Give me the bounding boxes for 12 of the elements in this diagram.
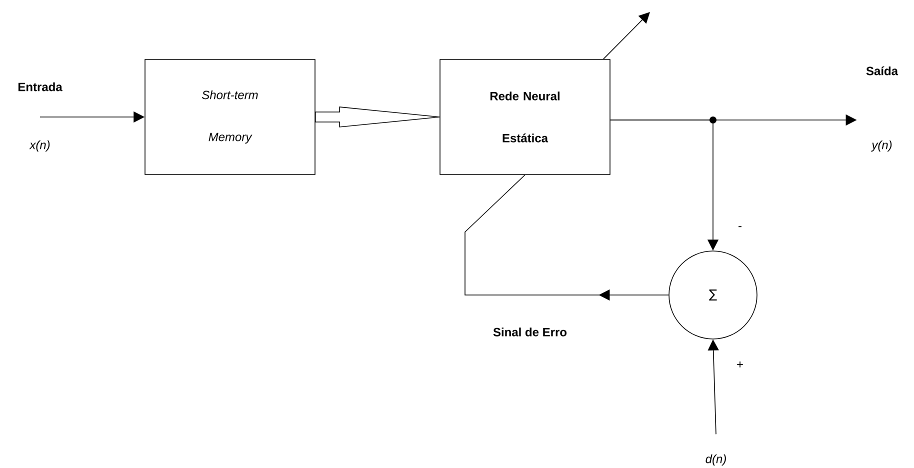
- sign-label: +: [737, 362, 743, 368]
- sign-label: -: [738, 226, 742, 228]
- feedback-arrow: [464, 174, 669, 301]
- signal-label: d(n): [706, 454, 726, 466]
- signal-label: Saída y(n): [866, 66, 898, 152]
- edge-label: Sinal de Erro: [493, 328, 567, 336]
- signal-label: Entrada x(n): [18, 82, 62, 152]
- arrow: [603, 12, 650, 60]
- hollow-arrow: [315, 106, 440, 128]
- process-box: Short-term Memory: [144, 59, 316, 175]
- summing-junction: ∑: [668, 250, 758, 340]
- process-box: Rede Neural Estática: [440, 59, 610, 175]
